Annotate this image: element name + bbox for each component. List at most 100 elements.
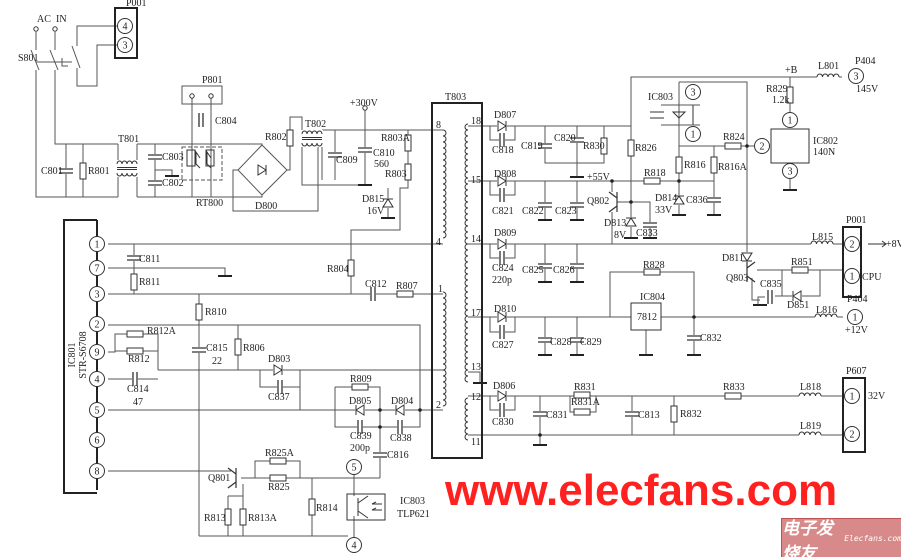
cap-plates [132,372,138,386]
wire [61,58,68,67]
pin-circle [844,268,860,284]
pin-circle [89,463,105,479]
cap-gap [397,420,403,434]
label-c828: C828 [550,337,572,348]
pin-number-m1: 1 [788,116,793,127]
diode-symbol [497,120,507,132]
capacitor-c836 [707,197,721,203]
cap-plates [373,452,387,458]
label-c827: C827 [492,340,514,351]
label-r828: R828 [643,260,665,271]
resistor-r812a [126,330,144,338]
cap-gap [687,335,701,341]
label-v8: +8V [886,239,901,250]
label-t17: 17 [471,308,481,319]
junction-dot [610,179,614,183]
label-c810: C810 [373,148,395,159]
label-d814: D814 [655,193,677,204]
label-r803: R803 [385,169,407,180]
cap-gap [373,452,387,458]
pin-number-s1: 1 [850,392,855,403]
label-cpu: CPU [862,272,882,283]
label-c829: C829 [580,337,602,348]
label-c816: C816 [387,450,409,461]
label-c825: C825 [522,265,544,276]
cap-gap [358,147,372,153]
label-p607: P607 [846,366,867,377]
label-p001_r: P001 [846,215,867,226]
label-r812: R812 [128,354,150,365]
t803-primary-winding-b [442,291,447,407]
capacitor-c810 [358,147,372,153]
cap-gap [570,337,584,343]
pin-number-i6: 6 [95,436,100,447]
diode-d806 [497,390,507,402]
resistor-r832 [670,405,678,423]
cap-plates [707,197,721,203]
label-d851: D851 [787,300,809,311]
pin-circle [89,371,105,387]
cap-plates [499,403,505,417]
cap-gap [277,380,283,394]
diode-symbol [741,252,753,262]
cap-plates [538,337,552,343]
label-c819: C819 [521,141,543,152]
zener-d815 [382,198,394,208]
optocoupler-ic803-body [346,493,386,521]
cap-plates [570,202,584,208]
label-r811: R811 [139,277,160,288]
capacitor-c814 [132,372,138,386]
capacitor-c832 [687,335,701,341]
wire [54,70,118,145]
cap-plates [767,290,773,304]
cap-gap [148,180,162,186]
wire [137,195,263,198]
label-t13: 13 [471,362,481,373]
junction-dot [745,144,749,148]
junction-dot [378,408,382,412]
wire [232,145,319,212]
label-l819: L819 [800,421,821,432]
resistor-r828 [643,268,661,276]
resistor-r812 [126,347,144,355]
label-l815: L815 [812,232,833,243]
pin-number-i3: 3 [95,290,100,301]
cap-plates [148,154,162,160]
label-l816: L816 [816,305,837,316]
capacitor-c804 [198,113,204,127]
capacitor-c833 [643,222,657,228]
label-l801: L801 [818,61,839,72]
label-r829: R829 [766,84,788,95]
label-t803: T803 [445,92,466,103]
cap-gap [570,202,584,208]
cap-plates [499,188,505,202]
diode-symbol [355,404,365,416]
label-c839v: 200p [350,443,370,454]
pin-number-m2: 2 [760,142,765,153]
cap-plates [687,335,701,341]
label-r824: R824 [723,132,745,143]
wire [137,143,263,145]
cap-gap [499,188,505,202]
label-r813a: R813A [248,513,278,524]
resistor-r816 [675,156,683,174]
label-c815v: 22 [212,356,222,367]
junction-dot [418,408,422,412]
resistor-r818 [643,177,661,185]
label-r816a: R816A [718,162,748,173]
label-p001_top: P001 [126,0,147,9]
label-p300: +300V [350,98,379,109]
label-r801: R801 [88,166,110,177]
label-ic804m: 7812 [637,312,657,323]
label-c811: C811 [139,254,160,265]
t803-primary-winding-a [442,129,447,239]
label-d810: D810 [494,304,516,315]
pin-circle [89,344,105,360]
capacitor-c822 [538,202,552,208]
label-s801: S801 [18,53,39,64]
capacitor-c802 [148,180,162,186]
pin-number-i9: 9 [95,348,100,359]
resistor-r803a [404,134,412,152]
resistor-r804 [347,259,355,277]
